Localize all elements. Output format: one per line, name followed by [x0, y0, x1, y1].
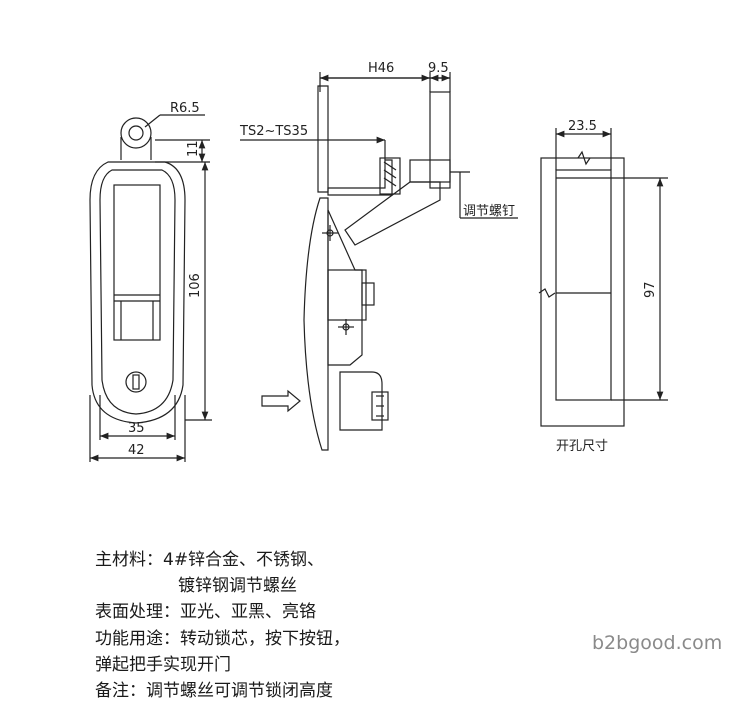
handle-body [89, 161, 186, 424]
lock-cylinder [339, 371, 383, 431]
cutout-inner [555, 169, 612, 401]
handle-recess [113, 184, 161, 341]
depth-label: H46 [368, 61, 394, 76]
ring-hole [128, 125, 144, 141]
cutout-height-label: 97 [643, 281, 658, 298]
cutout-view [538, 128, 668, 427]
bracket [327, 159, 393, 196]
panel-range-label: TS2~TS35 [239, 124, 308, 139]
height-label: 106 [188, 273, 203, 298]
ring-outline [120, 117, 152, 149]
radius-label: R6.5 [170, 101, 200, 116]
spec-function-line-2: 弹起把手实现开门 [95, 655, 231, 675]
cutout-width-label: 23.5 [568, 119, 597, 134]
spec-note: 备注：调节螺丝可调节锁闭高度 [95, 681, 333, 701]
inner-width-label: 35 [128, 421, 145, 436]
direction-arrow-icon [261, 389, 301, 413]
pin-label: 9.5 [428, 61, 449, 76]
housing-profile [303, 197, 329, 451]
ring-neck [120, 137, 152, 160]
handle-body-inner [99, 169, 176, 415]
keyhole-icon [125, 371, 147, 393]
top-offset-label: 11 [186, 140, 201, 157]
adjust-screw [379, 157, 401, 195]
side-view [240, 72, 518, 451]
spec-function-line-1: 功能用途：转动锁芯，按下按钮， [95, 629, 350, 649]
screw-label: 调节螺钉 [463, 204, 515, 219]
front-view [89, 114, 212, 462]
cam-arm [344, 181, 441, 246]
outer-width-label: 42 [128, 443, 145, 458]
watermark: b2bgood.com [592, 632, 723, 654]
spec-material-line-2: 镀锌钢调节螺丝 [178, 576, 297, 596]
mounting-plate [317, 85, 329, 193]
cutout-caption: 开孔尺寸 [556, 439, 608, 454]
spec-surface: 表面处理：亚光、亚黑、亮铬 [95, 602, 316, 622]
latch-pin [429, 91, 451, 189]
spec-material-line-1: 主材料：4#锌合金、不锈钢、 [95, 550, 325, 570]
